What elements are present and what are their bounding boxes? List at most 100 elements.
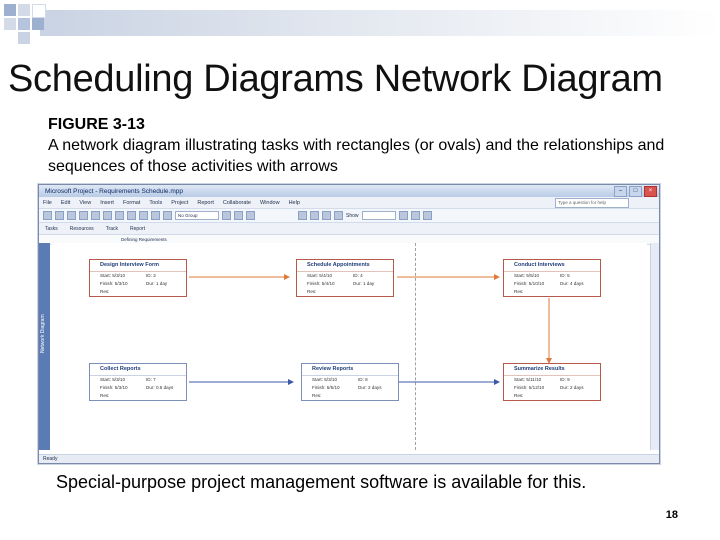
task-finish: Finish: 5/5/10 xyxy=(312,385,340,390)
menu-collaborate[interactable]: Collaborate xyxy=(222,199,251,206)
help-search-input[interactable]: Type a question for help xyxy=(555,198,629,208)
task-finish: Finish: 5/3/10 xyxy=(100,385,128,390)
show-subtasks-icon[interactable] xyxy=(322,211,331,220)
page-break-line xyxy=(415,243,416,450)
task-resources: Res: xyxy=(312,393,322,398)
copy-icon[interactable] xyxy=(115,211,124,220)
task-start: Start: 5/11/10 xyxy=(514,377,542,382)
decor-square xyxy=(4,18,16,30)
task-id: ID: 4 xyxy=(353,273,363,278)
figure-caption: FIGURE 3-13 A network diagram illustrati… xyxy=(48,114,708,177)
unlink-icon[interactable] xyxy=(163,211,172,220)
window-controls: – □ × xyxy=(614,186,657,197)
task-name: Conduct Interviews xyxy=(504,260,600,272)
task-start: Start: 5/3/10 xyxy=(100,273,126,278)
task-name: Design Interview Form xyxy=(90,260,186,272)
decor-square xyxy=(4,4,16,16)
task-node[interactable]: Design Interview Form Start: 5/3/10 ID: 3… xyxy=(89,259,187,297)
task-start: Start: 5/5/10 xyxy=(514,273,540,278)
task-start: Start: 5/4/10 xyxy=(307,273,333,278)
menu-window[interactable]: Window xyxy=(260,199,280,206)
menu-edit[interactable]: Edit xyxy=(60,199,71,206)
standard-toolbar: No Group Show xyxy=(39,209,659,223)
task-id: ID: 3 xyxy=(146,273,156,278)
task-node[interactable]: Schedule Appointments Start: 5/4/10 ID: 4… xyxy=(296,259,394,297)
zoom-out-icon[interactable] xyxy=(234,211,243,220)
new-icon[interactable] xyxy=(43,211,52,220)
task-duration: Dur: 4 days xyxy=(560,281,584,286)
close-icon[interactable]: × xyxy=(644,186,657,197)
task-resources: Res: xyxy=(307,289,317,294)
show-dropdown[interactable]: Show xyxy=(346,212,359,219)
group-select[interactable]: No Group xyxy=(175,211,219,220)
task-duration: Dur: 0.5 days xyxy=(146,385,174,390)
indent-icon[interactable] xyxy=(310,211,319,220)
menu-help[interactable]: Help xyxy=(288,199,300,206)
zoom-in-icon[interactable] xyxy=(222,211,231,220)
maximize-icon[interactable]: □ xyxy=(629,186,642,197)
status-bar: Ready xyxy=(39,454,659,463)
task-finish: Finish: 5/4/10 xyxy=(307,281,335,286)
guide-tasks[interactable]: Tasks xyxy=(45,225,58,232)
task-name: Collect Reports xyxy=(90,364,186,376)
link-icon[interactable] xyxy=(151,211,160,220)
slide-footer-text: Special-purpose project management softw… xyxy=(56,472,587,492)
hide-subtasks-icon[interactable] xyxy=(334,211,343,220)
menu-insert[interactable]: Insert xyxy=(100,199,114,206)
undo-icon[interactable] xyxy=(139,211,148,220)
task-name: Review Reports xyxy=(302,364,398,376)
outdent-icon[interactable] xyxy=(298,211,307,220)
figure-description: A network diagram illustrating tasks wit… xyxy=(48,137,665,175)
paste-icon[interactable] xyxy=(127,211,136,220)
guide-track[interactable]: Track xyxy=(105,225,119,232)
font-select[interactable] xyxy=(361,211,396,220)
window-titlebar: Microsoft Project - Requirements Schedul… xyxy=(39,185,659,197)
task-start: Start: 5/3/10 xyxy=(312,377,338,382)
page-number: 18 xyxy=(665,509,678,521)
open-icon[interactable] xyxy=(55,211,64,220)
task-resources: Res: xyxy=(514,393,524,398)
task-name: Schedule Appointments xyxy=(297,260,393,272)
decor-square xyxy=(18,18,30,30)
vertical-scrollbar[interactable] xyxy=(650,243,659,450)
preview-icon[interactable] xyxy=(91,211,100,220)
task-node[interactable]: Review Reports Start: 5/3/10 ID: 8 Finish… xyxy=(301,363,399,401)
guide-report[interactable]: Report xyxy=(130,225,146,232)
task-duration: Dur: 2 days xyxy=(358,385,382,390)
header-gradient-bar xyxy=(40,10,720,36)
figure-label: FIGURE 3-13 xyxy=(48,116,145,133)
task-duration: Dur: 1 day xyxy=(353,281,375,286)
decor-square xyxy=(18,4,30,16)
project-window: Microsoft Project - Requirements Schedul… xyxy=(38,184,660,464)
menu-tools[interactable]: Tools xyxy=(149,199,163,206)
menu-view[interactable]: View xyxy=(79,199,92,206)
task-finish: Finish: 5/3/10 xyxy=(100,281,128,286)
view-bar[interactable]: Network Diagram xyxy=(39,243,50,450)
print-icon[interactable] xyxy=(79,211,88,220)
menu-format[interactable]: Format xyxy=(122,199,141,206)
task-resources: Res: xyxy=(100,393,110,398)
task-duration: Dur: 1 day xyxy=(146,281,168,286)
menu-report[interactable]: Report xyxy=(197,199,214,206)
save-icon[interactable] xyxy=(67,211,76,220)
guide-resources[interactable]: Resources xyxy=(69,225,94,232)
menu-project[interactable]: Project xyxy=(171,199,189,206)
minimize-icon[interactable]: – xyxy=(614,186,627,197)
help-icon[interactable] xyxy=(246,211,255,220)
task-name: Summarize Results xyxy=(504,364,600,376)
project-guide-bar: Tasks Resources Track Report xyxy=(39,223,659,235)
cut-icon[interactable] xyxy=(103,211,112,220)
task-resources: Res: xyxy=(100,289,110,294)
task-id: ID: 8 xyxy=(358,377,368,382)
task-finish: Finish: 5/12/10 xyxy=(514,385,545,390)
italic-icon[interactable] xyxy=(410,211,420,220)
underline-icon[interactable] xyxy=(422,211,432,220)
bold-icon[interactable] xyxy=(398,211,408,220)
task-duration: Dur: 2 days xyxy=(560,385,584,390)
window-title: Microsoft Project - Requirements Schedul… xyxy=(45,187,184,195)
menu-file[interactable]: File xyxy=(43,199,52,206)
decor-square xyxy=(18,32,30,44)
